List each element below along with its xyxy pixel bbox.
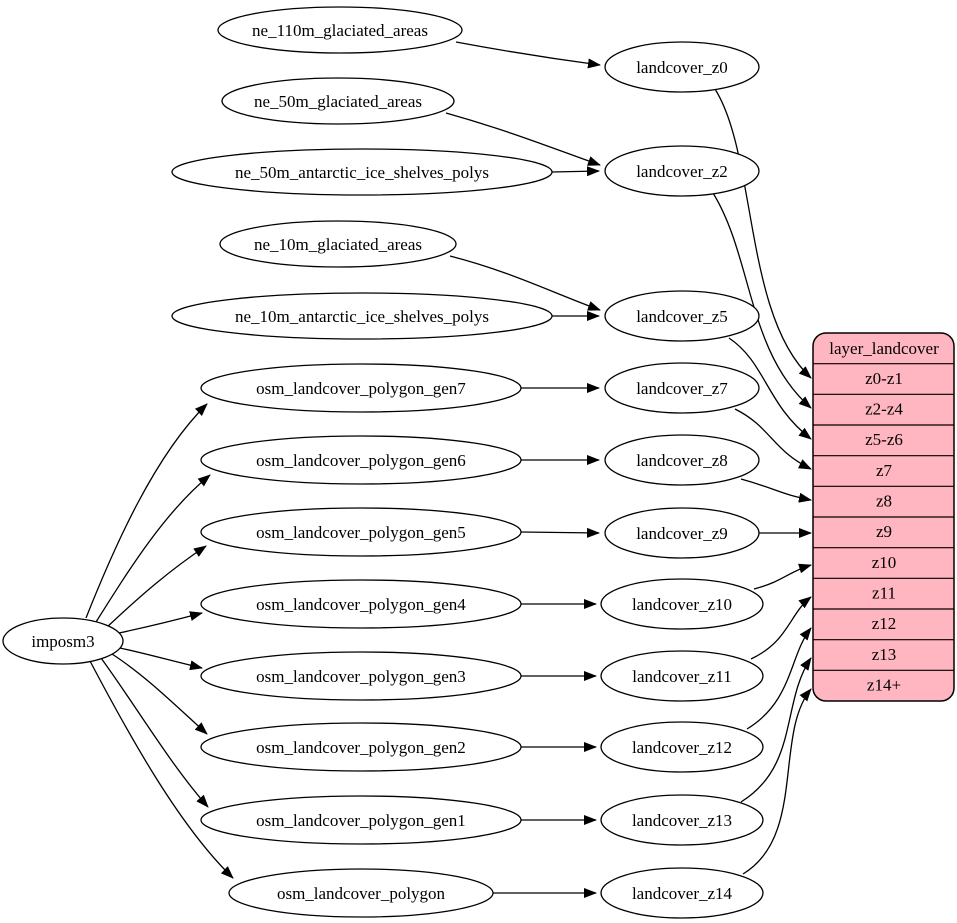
node-landcover-z2: landcover_z2 [604, 145, 760, 197]
node-osm-landcover-polygon-gen5: osm_landcover_polygon_gen5 [200, 507, 522, 557]
node-osm-landcover-polygon-gen4: osm_landcover_polygon_gen4 [200, 579, 522, 629]
edge-landcover-z5--row-z5-z6 [728, 337, 812, 440]
node-landcover-z2-label: landcover_z2 [636, 162, 728, 181]
node-landcover-z0-label: landcover_z0 [636, 58, 728, 77]
node-landcover-z5-label: landcover_z5 [636, 307, 728, 326]
nodes-layer: ne_110m_glaciated_areas landcover_z0 ne_… [2, 6, 764, 919]
node-imposm3-label: imposm3 [31, 632, 94, 651]
edges-layer [85, 41, 812, 898]
node-ne-10m-glaciated-areas: ne_10m_glaciated_areas [219, 220, 457, 268]
node-osm-landcover-polygon-label: osm_landcover_polygon [277, 884, 446, 903]
node-ne-50m-antarctic-ice-shelves-polys-label: ne_50m_antarctic_ice_shelves_polys [235, 163, 489, 182]
edge-landcover-z7--row-z7 [734, 408, 812, 470]
node-landcover-z13-label: landcover_z13 [632, 811, 732, 830]
node-landcover-z14: landcover_z14 [600, 867, 764, 919]
record-row-z14plus: z14+ [867, 676, 901, 695]
edge-landcover-z2--row-z2-z4 [712, 192, 812, 409]
node-imposm3: imposm3 [2, 617, 124, 665]
edge-landcover-z14--row-z14plus [742, 688, 812, 875]
node-osm-landcover-polygon-gen1: osm_landcover_polygon_gen1 [200, 795, 522, 845]
node-ne-50m-glaciated-areas-label: ne_50m_glaciated_areas [254, 92, 422, 111]
node-landcover-z0: landcover_z0 [604, 41, 760, 93]
node-osm-landcover-polygon: osm_landcover_polygon [228, 868, 494, 918]
node-osm-landcover-polygon-gen3: osm_landcover_polygon_gen3 [200, 651, 522, 701]
edge-imposm3--osm-landcover-polygon-gen4 [118, 611, 203, 634]
edge-imposm3--osm-landcover-polygon-gen1 [100, 657, 209, 808]
node-ne-50m-antarctic-ice-shelves-polys: ne_50m_antarctic_ice_shelves_polys [171, 148, 553, 196]
edge-imposm3--osm-landcover-polygon-gen7 [85, 403, 208, 619]
node-osm-landcover-polygon-gen4-label: osm_landcover_polygon_gen4 [256, 595, 466, 614]
node-landcover-z11: landcover_z11 [600, 650, 764, 702]
edge-landcover-z12--row-z12 [746, 627, 812, 730]
edge-landcover-z13--row-z13 [740, 657, 812, 803]
node-osm-landcover-polygon-gen7: osm_landcover_polygon_gen7 [200, 363, 522, 413]
edge-landcover-z0--row-z0-z1 [714, 88, 812, 379]
record-row-z9: z9 [876, 522, 892, 541]
record-row-z10: z10 [872, 553, 897, 572]
node-ne-10m-antarctic-ice-shelves-polys: ne_10m_antarctic_ice_shelves_polys [171, 292, 553, 340]
node-landcover-z10-label: landcover_z10 [632, 595, 732, 614]
node-ne-10m-glaciated-areas-label: ne_10m_glaciated_areas [254, 235, 422, 254]
edge-imposm3--osm-landcover-polygon-gen3 [119, 647, 203, 671]
node-landcover-z12-label: landcover_z12 [632, 738, 732, 757]
edge-ne-110m-glaciated-areas--landcover-z0 [455, 41, 601, 69]
edge-osm-landcover-polygon-gen5--landcover-z9 [520, 527, 600, 538]
node-landcover-z8-label: landcover_z8 [636, 451, 728, 470]
node-landcover-z11-label: landcover_z11 [632, 667, 731, 686]
edge-landcover-z10--row-z10 [753, 563, 812, 590]
record-row-z5-z6: z5-z6 [865, 430, 903, 449]
node-osm-landcover-polygon-gen1-label: osm_landcover_polygon_gen1 [256, 811, 466, 830]
edge-ne-50m-glaciated-areas--landcover-z2 [445, 112, 601, 166]
record-row-z7: z7 [876, 461, 893, 480]
node-osm-landcover-polygon-gen6: osm_landcover_polygon_gen6 [200, 435, 522, 485]
node-ne-110m-glaciated-areas-label: ne_110m_glaciated_areas [252, 21, 428, 40]
edge-imposm3--osm-landcover-polygon-gen2 [111, 653, 208, 735]
record-row-z11: z11 [872, 584, 896, 603]
record-title: layer_landcover [829, 339, 939, 358]
record-row-z12: z12 [872, 614, 897, 633]
record-row-z0-z1: z0-z1 [865, 369, 903, 388]
record-row-z2-z4: z2-z4 [865, 400, 903, 419]
node-landcover-z12: landcover_z12 [600, 721, 764, 773]
node-osm-landcover-polygon-gen6-label: osm_landcover_polygon_gen6 [256, 451, 466, 470]
node-ne-10m-antarctic-ice-shelves-polys-label: ne_10m_antarctic_ice_shelves_polys [235, 307, 489, 326]
record-row-z8: z8 [876, 492, 892, 511]
edge-landcover-z11--row-z11 [750, 596, 812, 660]
edge-ne-50m-antarctic-ice-shelves-polys--landcover-z2 [551, 166, 600, 177]
edge-landcover-z8--row-z8 [740, 478, 812, 503]
node-landcover-z13: landcover_z13 [600, 794, 764, 846]
edge-imposm3--osm-landcover-polygon [89, 660, 234, 879]
node-landcover-z10: landcover_z10 [600, 578, 764, 630]
node-osm-landcover-polygon-gen7-label: osm_landcover_polygon_gen7 [256, 379, 466, 398]
edge-ne-10m-glaciated-areas--landcover-z5 [449, 255, 601, 311]
node-landcover-z9-label: landcover_z9 [636, 524, 728, 543]
node-osm-landcover-polygon-gen2: osm_landcover_polygon_gen2 [200, 722, 522, 772]
node-osm-landcover-polygon-gen3-label: osm_landcover_polygon_gen3 [256, 667, 466, 686]
node-ne-50m-glaciated-areas: ne_50m_glaciated_areas [221, 77, 455, 125]
record-layer-landcover: layer_landcover z0-z1 z2-z4 z5-z6 z7 z8 … [812, 332, 955, 702]
edge-imposm3--osm-landcover-polygon-gen5 [105, 545, 207, 629]
node-landcover-z5: landcover_z5 [604, 290, 760, 342]
node-osm-landcover-polygon-gen5-label: osm_landcover_polygon_gen5 [256, 523, 466, 542]
node-ne-110m-glaciated-areas: ne_110m_glaciated_areas [217, 6, 463, 54]
edge-imposm3--osm-landcover-polygon-gen6 [95, 474, 211, 623]
record-row-z13: z13 [872, 645, 897, 664]
node-landcover-z7: landcover_z7 [604, 362, 760, 414]
node-landcover-z8: landcover_z8 [604, 434, 760, 486]
node-landcover-z7-label: landcover_z7 [636, 379, 728, 398]
node-landcover-z14-label: landcover_z14 [632, 884, 733, 903]
node-landcover-z9: landcover_z9 [604, 507, 760, 559]
node-osm-landcover-polygon-gen2-label: osm_landcover_polygon_gen2 [256, 738, 466, 757]
